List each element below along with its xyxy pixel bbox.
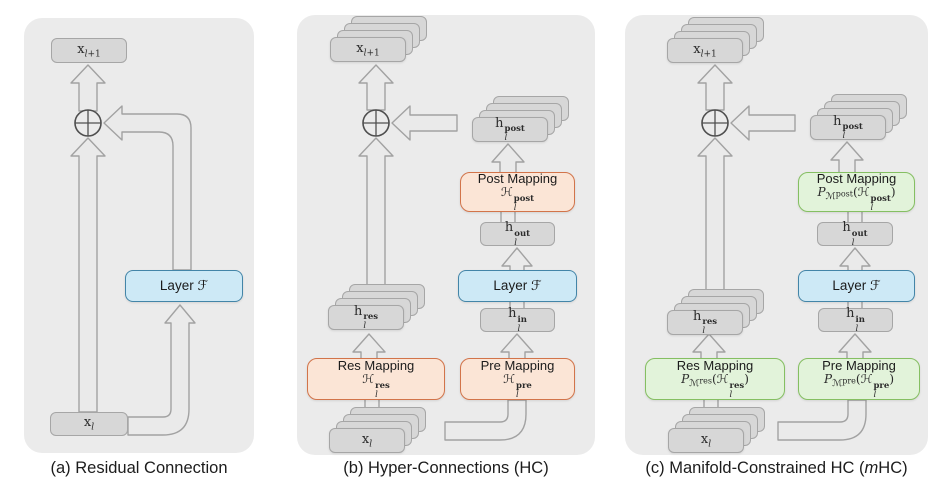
- res-mapping-title: Res Mapping: [676, 357, 754, 373]
- x-next-stack: xl+1: [667, 17, 764, 63]
- layer-label: Layer ℱ: [493, 278, 542, 293]
- layer-box: Layer ℱ: [798, 270, 915, 302]
- postmap-to-hpost-arrow: [491, 143, 525, 174]
- panel-a-arrows: [70, 64, 196, 436]
- caption-b: (b) Hyper-Connections (HC): [343, 459, 549, 477]
- x-input-box: xl: [668, 428, 744, 453]
- sum-node-icon: [701, 109, 729, 137]
- premap-to-hin-arrow: [500, 333, 534, 360]
- x-input-box: xl: [329, 428, 405, 453]
- sum-to-output-arrow: [358, 64, 394, 111]
- layer-box: Layer ℱ: [458, 270, 577, 302]
- hpost-to-sum-arrow: [391, 105, 458, 141]
- sum-to-output-arrow: [70, 64, 106, 112]
- premap-to-hin-arrow: [838, 333, 872, 360]
- layer-to-hout-arrow: [501, 247, 533, 272]
- resmap-to-hres-arrow: [692, 333, 726, 360]
- pre-mapping-title: Pre Mapping: [480, 357, 555, 373]
- x-next-box: xl+1: [667, 38, 743, 63]
- x-next-label: xl+1: [77, 41, 101, 60]
- caption-c: (c) Manifold-Constrained HC (mHC): [645, 459, 908, 477]
- sum-node-icon: [362, 109, 390, 137]
- hpost-to-sum-arrow: [730, 105, 796, 141]
- x-input-stack: xl: [329, 407, 426, 453]
- layer-to-hout-arrow: [839, 247, 871, 272]
- layer-label: Layer ℱ: [159, 278, 209, 293]
- x-next-box: xl+1: [330, 37, 406, 62]
- resmap-to-hres-arrow: [352, 333, 386, 360]
- caption-a: (a) Residual Connection: [50, 459, 228, 477]
- sum-node-icon: [74, 109, 102, 137]
- layer-to-sum-elbow-arrow: [103, 105, 192, 271]
- post-mapping-title: Post Mapping: [477, 170, 558, 186]
- x-input-label: xl: [83, 415, 95, 433]
- x-next-label: xl+1: [693, 41, 717, 60]
- x-input-label: xl: [361, 431, 373, 450]
- x-next-box: xl+1: [51, 38, 127, 63]
- x-next-stack: xl+1: [330, 16, 427, 62]
- residual-up-arrow: [70, 137, 106, 413]
- postmap-to-hpost-arrow: [830, 141, 864, 174]
- x-input-stack: xl: [668, 407, 765, 453]
- input-to-premap-elbow-arrow: [777, 399, 867, 441]
- layer-label: Layer ℱ: [832, 278, 881, 293]
- pre-mapping-title: Pre Mapping: [822, 357, 896, 373]
- x-input-box: xl: [50, 412, 128, 436]
- x-input-label: xl: [700, 431, 712, 450]
- panel-b-arrows: [352, 64, 534, 441]
- input-to-layer-elbow-arrow: [127, 304, 196, 436]
- res-mapping-title: Res Mapping: [337, 357, 415, 373]
- sum-to-output-arrow: [697, 64, 733, 111]
- panel-residual-connection: xl+1 Layer ℱ xl: [24, 18, 254, 453]
- layer-box: Layer ℱ: [125, 270, 243, 302]
- x-next-label: xl+1: [356, 40, 380, 59]
- input-to-premap-elbow-arrow: [444, 399, 527, 441]
- post-mapping-title: Post Mapping: [816, 170, 897, 186]
